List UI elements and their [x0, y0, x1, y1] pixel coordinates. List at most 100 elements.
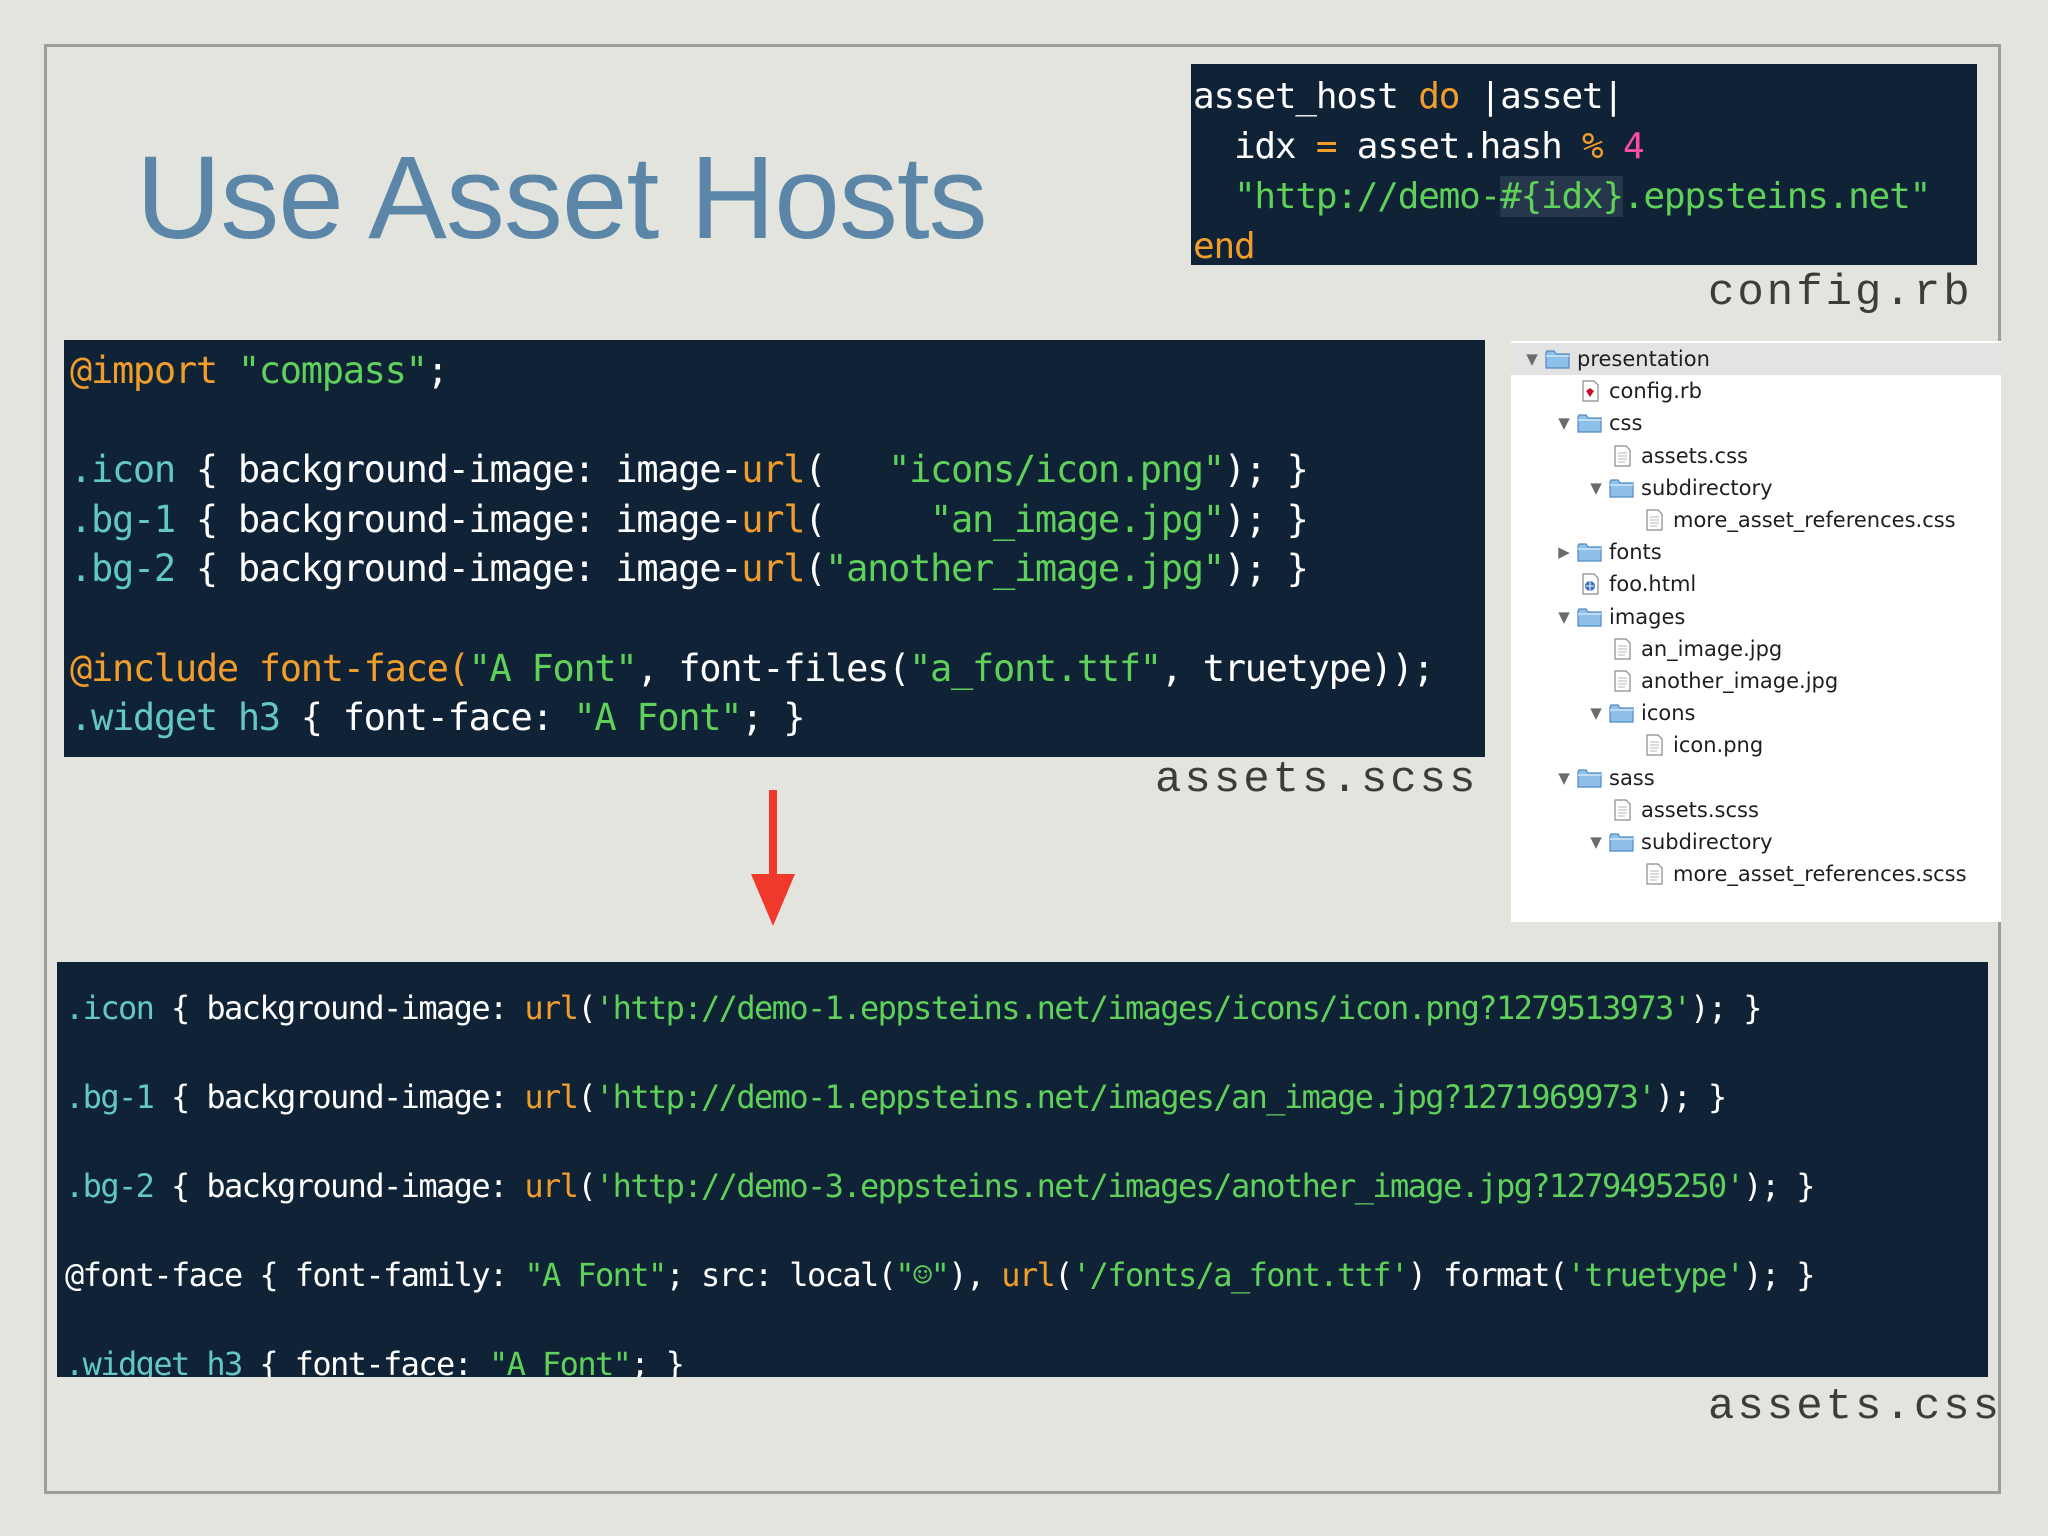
code-token: @font-face { font-family:	[65, 1256, 525, 1294]
code-token: .widget	[65, 1345, 190, 1377]
code-token: { font-face:	[241, 1345, 490, 1377]
folder-icon	[1609, 702, 1635, 724]
code-token: { background-image:	[153, 1167, 525, 1205]
html-file-icon	[1577, 573, 1603, 595]
code-token: @include	[70, 646, 239, 690]
code-line: .bg-1 { background-image: image-url( "an…	[70, 495, 1485, 545]
file-icon	[1609, 799, 1635, 821]
code-token: .widget	[70, 696, 218, 740]
disclosure-open-icon[interactable]: ▼	[1526, 350, 1538, 368]
code-token: 4	[1622, 126, 1645, 167]
tree-item-label: sass	[1609, 765, 1655, 790]
disclosure-spacer	[1587, 447, 1605, 465]
code-token: .icon	[70, 448, 176, 492]
disclosure-open-icon[interactable]: ▼	[1590, 833, 1602, 851]
code-token: asset.hash	[1336, 126, 1583, 167]
code-line: .icon { background-image: image-url( "ic…	[70, 445, 1485, 495]
code-token: "A Font"	[573, 696, 742, 740]
tree-item-label: assets.css	[1641, 443, 1748, 468]
code-token: ) format(	[1407, 1256, 1569, 1294]
code-line: idx = asset.hash % 4	[1193, 122, 1977, 172]
tree-item[interactable]: foo.html	[1511, 568, 2001, 600]
code-line: .icon { background-image: url('http://de…	[65, 964, 1988, 1053]
code-token: (	[1054, 1256, 1073, 1294]
tree-item[interactable]: ▼ images	[1511, 601, 2001, 633]
code-token: do	[1418, 76, 1460, 117]
tree-item[interactable]: another_image.jpg	[1511, 665, 2001, 697]
disclosure-spacer	[1587, 801, 1605, 819]
code-line: .bg-2 { background-image: url('http://de…	[65, 1142, 1988, 1231]
folder-icon	[1609, 831, 1635, 853]
code-line: @font-face { font-family: "A Font"; src:…	[65, 1231, 1988, 1320]
disclosure-open-icon[interactable]: ▼	[1590, 478, 1602, 497]
code-token	[238, 647, 259, 690]
tree-item[interactable]: assets.css	[1511, 440, 2001, 472]
code-line	[70, 594, 1485, 644]
tree-item[interactable]: ▶ fonts	[1511, 536, 2001, 568]
code-token: .eppsteins.net"	[1622, 176, 1931, 217]
code-token: 'http://demo-1.eppsteins.net/images/icon…	[595, 989, 1692, 1027]
tree-item[interactable]: ▼ subdirectory	[1511, 826, 2001, 858]
tree-item-label: an_image.jpg	[1641, 636, 1783, 661]
code-token: ); }	[1743, 1256, 1815, 1294]
tree-item-label: subdirectory	[1641, 830, 1773, 854]
tree-item[interactable]: more_asset_references.scss	[1511, 858, 2001, 890]
tree-item-label: images	[1609, 604, 1686, 629]
tree-item[interactable]: icon.png	[1511, 729, 2001, 761]
code-token	[217, 349, 238, 392]
tree-item[interactable]: ▼ icons	[1511, 697, 2001, 729]
disclosure-open-icon[interactable]: ▼	[1558, 768, 1570, 787]
config-rb-code-block: asset_host do |asset| idx = asset.hash %…	[1191, 64, 1977, 265]
tree-item-label: more_asset_references.scss	[1673, 862, 1967, 887]
code-token: .bg-2	[70, 547, 176, 591]
code-token: (	[804, 547, 826, 591]
code-token	[189, 1345, 207, 1377]
code-token: asset_host	[1193, 76, 1419, 117]
folder-icon	[1609, 477, 1635, 499]
disclosure-open-icon[interactable]: ▼	[1558, 414, 1570, 433]
code-token: end	[1193, 226, 1256, 265]
code-token: ),	[948, 1256, 1002, 1294]
code-token: (	[577, 1167, 596, 1205]
code-token: "A Font"	[468, 646, 638, 690]
tree-item[interactable]: ▼ sass	[1511, 762, 2001, 794]
code-token: .bg-1	[65, 1078, 155, 1116]
disclosure-closed-icon[interactable]: ▶	[1558, 543, 1570, 562]
code-token: "http://demo-	[1193, 176, 1501, 217]
tree-item[interactable]: ▼subdirectory	[1511, 472, 2001, 504]
tree-item[interactable]: ▼presentation	[1511, 343, 2001, 375]
code-token: (	[804, 448, 889, 492]
code-line: @include font-face("A Font", font-files(…	[70, 644, 1485, 694]
code-token: .bg-1	[70, 497, 176, 541]
file-icon	[1609, 670, 1635, 692]
folder-icon	[1577, 541, 1603, 563]
code-token: { background-image: image-	[174, 547, 743, 591]
code-token: |asset|	[1459, 76, 1625, 117]
code-token: ; }	[630, 1345, 685, 1377]
code-token: %	[1582, 126, 1604, 167]
code-token: 'truetype'	[1566, 1256, 1745, 1294]
code-token: h3	[237, 696, 281, 740]
code-token: h3	[206, 1345, 243, 1377]
tree-item-label: fonts	[1609, 540, 1662, 565]
tree-item[interactable]: config.rb	[1511, 375, 2001, 407]
code-token: @import	[70, 349, 218, 392]
disclosure-open-icon[interactable]: ▼	[1558, 607, 1570, 626]
code-token: , font-files(	[636, 646, 910, 690]
code-token	[217, 696, 238, 739]
tree-item-label: foo.html	[1609, 572, 1697, 597]
tree-item[interactable]: an_image.jpg	[1511, 633, 2001, 665]
tree-item[interactable]: more_asset_references.css	[1511, 504, 2001, 536]
tree-item-label: icons	[1641, 701, 1696, 726]
disclosure-open-icon[interactable]: ▼	[1590, 704, 1602, 723]
disclosure-spacer	[1587, 672, 1605, 690]
folder-icon	[1577, 767, 1603, 789]
code-token: { background-image: image-	[174, 448, 743, 492]
disclosure-spacer	[1555, 575, 1573, 593]
code-token: #{idx}	[1500, 176, 1624, 217]
tree-item[interactable]: assets.scss	[1511, 794, 2001, 826]
code-token: "☺"	[895, 1256, 950, 1294]
code-token: ); }	[1223, 547, 1309, 591]
code-token: url	[741, 497, 805, 541]
tree-item[interactable]: ▼css	[1511, 407, 2001, 439]
